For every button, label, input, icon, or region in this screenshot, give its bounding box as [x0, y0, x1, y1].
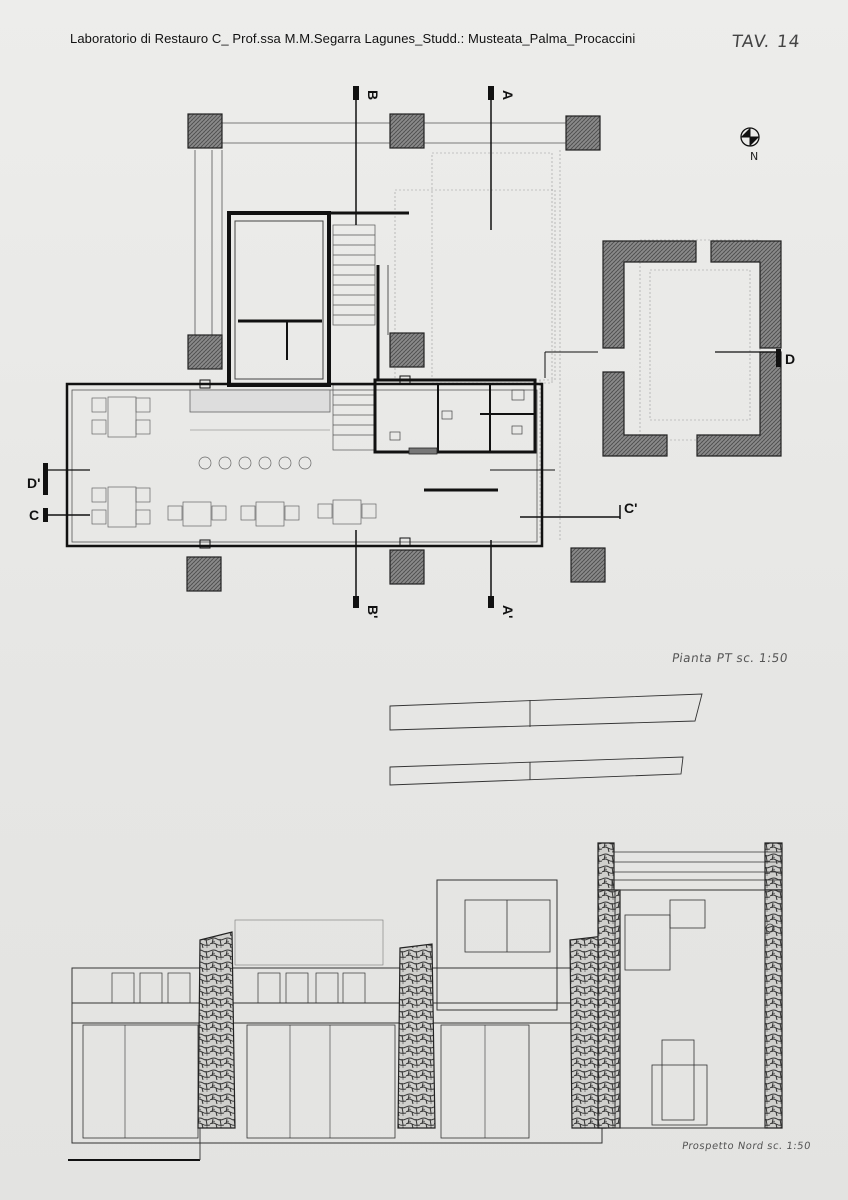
section-label-d-left: D' — [27, 475, 40, 491]
elevation-title-label: Prospetto Nord sc. 1:50 — [681, 1141, 812, 1152]
upper-block — [227, 211, 409, 387]
sheet-header-title: Laboratorio di Restauro C_ Prof.ssa M.M.… — [70, 31, 636, 46]
stone-piers — [186, 113, 606, 592]
beam-details — [389, 693, 703, 786]
section-label-c-left: C — [29, 507, 39, 523]
staircase — [332, 224, 376, 451]
tables — [91, 396, 377, 528]
section-label-d-right: D — [785, 351, 795, 367]
section-cut-lines — [43, 86, 781, 608]
stone-pillars — [197, 842, 783, 1129]
section-label-b-top: B — [365, 90, 381, 100]
main-hall — [65, 375, 544, 549]
plan-hidden-lines — [394, 150, 761, 540]
section-label-a-bottom: A' — [500, 605, 516, 618]
north-elevation — [68, 842, 783, 1161]
ruin-walls — [602, 240, 782, 457]
section-label-a-top: A — [500, 90, 516, 100]
pergola-beams — [194, 122, 583, 345]
floor-plan — [43, 86, 782, 608]
north-arrow-icon — [740, 127, 760, 147]
north-label: N — [750, 150, 758, 163]
section-label-b-bottom: B' — [365, 605, 381, 618]
plan-title-label: Pianta PT sc. 1:50 — [671, 651, 789, 665]
section-label-c-right: C' — [624, 500, 637, 516]
bar-stools — [198, 456, 312, 470]
